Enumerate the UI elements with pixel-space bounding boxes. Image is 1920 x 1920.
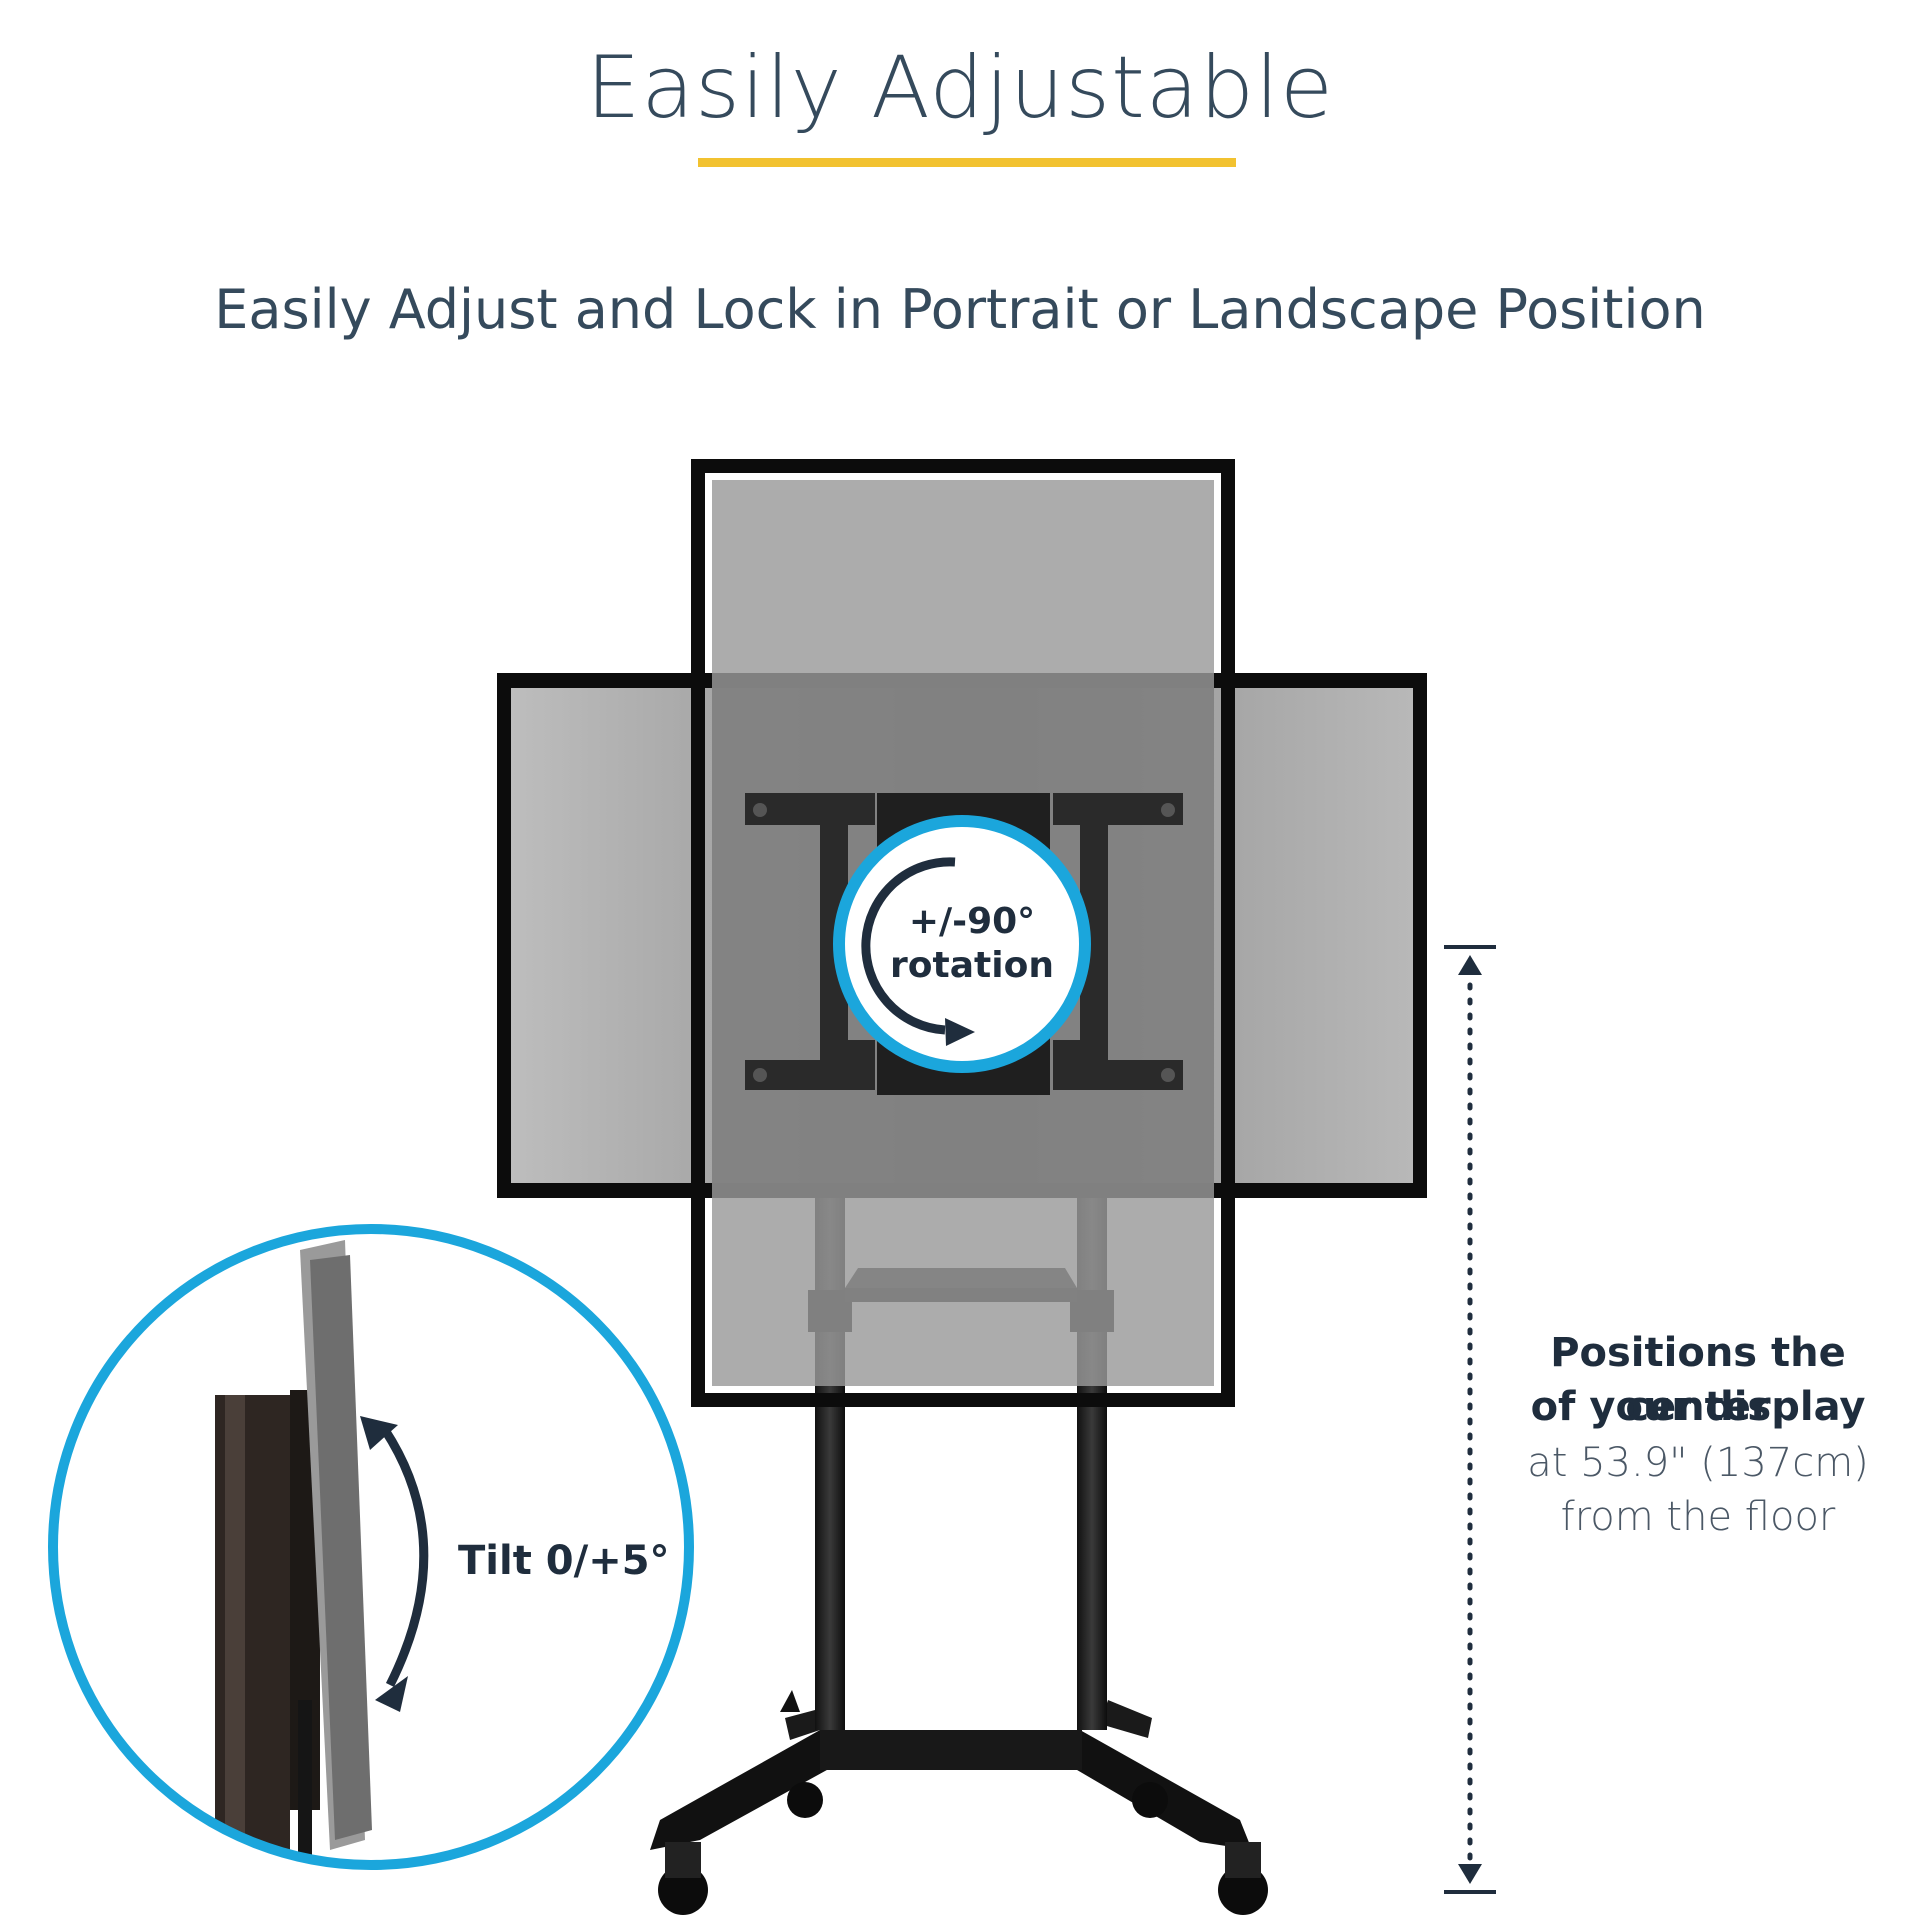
height-text-line3: at 53.9" (137cm) xyxy=(1527,1440,1869,1486)
page-subtitle: Easily Adjust and Lock in Portrait or La… xyxy=(214,278,1706,341)
tilt-label: Tilt 0/+5° xyxy=(458,1538,670,1584)
tilt-callout xyxy=(48,1224,694,1870)
height-text-line1: Positions the center xyxy=(1550,1330,1846,1430)
rotation-arrow-icon xyxy=(861,857,956,1035)
cart-base xyxy=(650,1690,1268,1915)
height-dimension xyxy=(1444,945,1496,1894)
tilt-arrow-icon xyxy=(381,1427,429,1688)
rotation-label-line2: rotation xyxy=(890,945,1054,986)
title-underline xyxy=(698,158,1236,167)
rotation-callout xyxy=(833,815,1091,1073)
page-title: Easily Adjustable xyxy=(586,38,1334,138)
arrow-down-icon xyxy=(1458,1864,1482,1884)
arrow-up-icon xyxy=(1458,955,1482,975)
height-text-line4: from the floor xyxy=(1560,1494,1836,1540)
height-text-line2: of your display xyxy=(1530,1384,1866,1430)
rotation-label-line1: +/-90° xyxy=(908,901,1036,942)
